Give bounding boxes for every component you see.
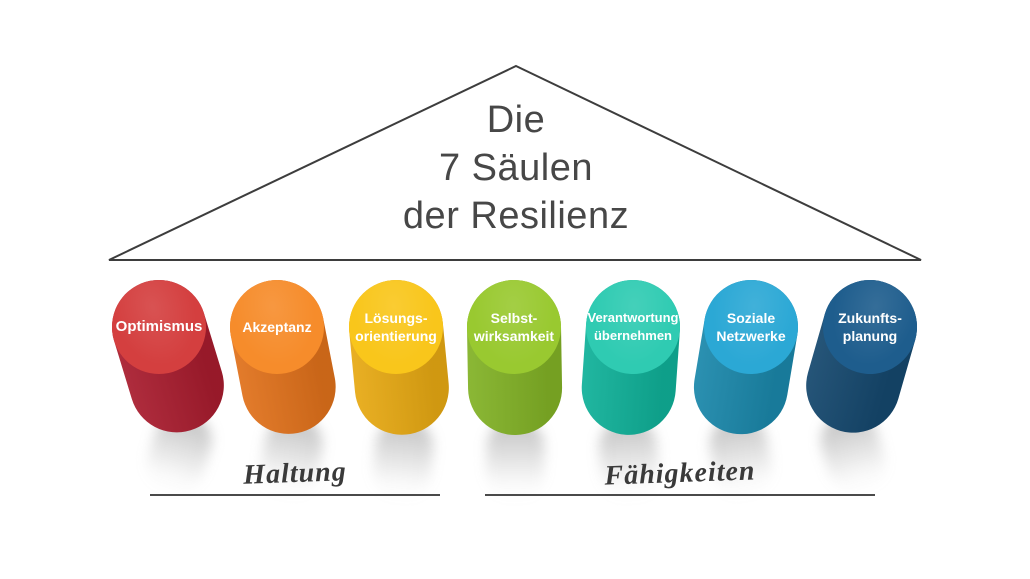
pillar-label: Soziale Netzwerke <box>716 310 786 344</box>
pillar-label: Akzeptanz <box>242 319 312 335</box>
title-line-1: Die <box>486 99 546 141</box>
diagram-title: Die 7 Säulen der Resilienz <box>316 96 716 240</box>
roof-triangle <box>108 64 922 261</box>
pillar-label: Lösungs- orientierung <box>355 310 437 344</box>
title-line-2: 7 Säulen <box>438 147 593 189</box>
pillar-loesungsorientierung: Lösungs- orientierung <box>344 275 454 579</box>
pillar-label: Zukunfts- planung <box>838 310 902 344</box>
title-line-3: der Resilienz <box>402 195 630 237</box>
group-underline-haltung <box>150 494 440 496</box>
pillar-label: Verantwortung übernehmen <box>587 310 679 343</box>
pillar-optimismus: Optimismus <box>100 268 236 579</box>
pillar-label: Selbst- wirksamkeit <box>473 310 555 344</box>
group-underline-faehigkeiten <box>485 494 875 496</box>
pillar-akzeptanz: Akzeptanz <box>221 271 344 579</box>
pillar-selbstwirksamkeit: Selbst- wirksamkeit <box>466 279 563 579</box>
pillar-verantwortung-uebernehmen: Verantwortung übernehmen <box>578 276 684 579</box>
pillar-zukunftsplanung: Zukunfts- planung <box>795 268 929 579</box>
pillar-label: Optimismus <box>115 318 203 335</box>
pillar-soziale-netzwerke: Soziale Netzwerke <box>686 272 806 579</box>
